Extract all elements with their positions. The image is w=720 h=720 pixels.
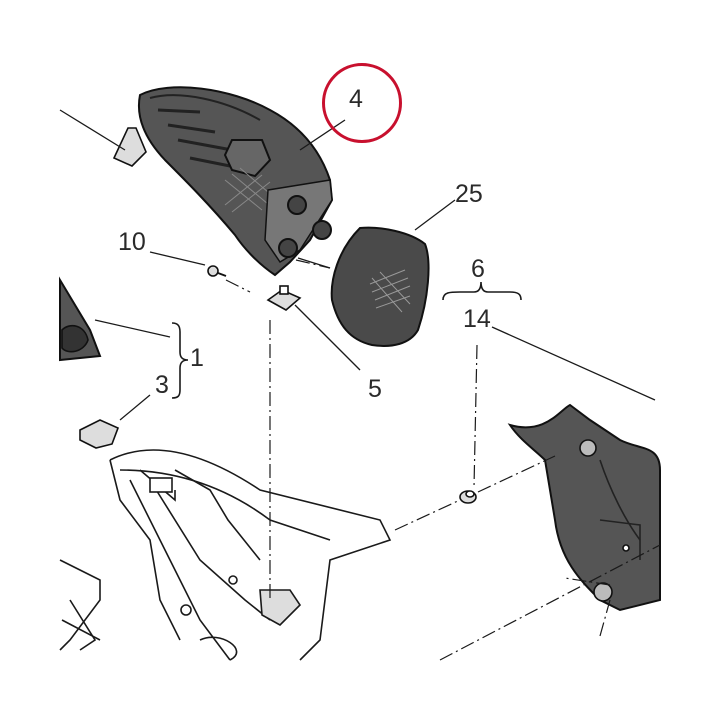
- label-part-6[interactable]: 6: [471, 255, 485, 283]
- brace-part-6: [442, 281, 522, 301]
- label-part-4[interactable]: 4: [349, 85, 363, 113]
- pin-line: [297, 257, 331, 269]
- grommet-part-14[interactable]: [459, 490, 477, 504]
- label-part-14[interactable]: 14: [463, 305, 491, 333]
- screw-part-10[interactable]: [207, 265, 227, 277]
- frame-outline: [59, 449, 392, 661]
- label-part-3[interactable]: 3: [155, 371, 169, 399]
- label-part-5[interactable]: 5: [368, 375, 382, 403]
- highlight-circle-part-4: [322, 63, 402, 143]
- clip-part-3[interactable]: [79, 419, 120, 449]
- label-part-10[interactable]: 10: [118, 228, 146, 256]
- label-part-25[interactable]: 25: [455, 180, 483, 208]
- label-part-1[interactable]: 1: [190, 344, 204, 372]
- clip-part-5[interactable]: [266, 285, 302, 311]
- alignment-lines: [225, 259, 661, 661]
- rear-bracket[interactable]: [507, 403, 661, 612]
- cover-part-25[interactable]: [330, 226, 430, 347]
- seat-part-4[interactable]: [112, 86, 334, 277]
- brace-part-1: [171, 322, 189, 399]
- side-panel-part-1[interactable]: [59, 276, 102, 362]
